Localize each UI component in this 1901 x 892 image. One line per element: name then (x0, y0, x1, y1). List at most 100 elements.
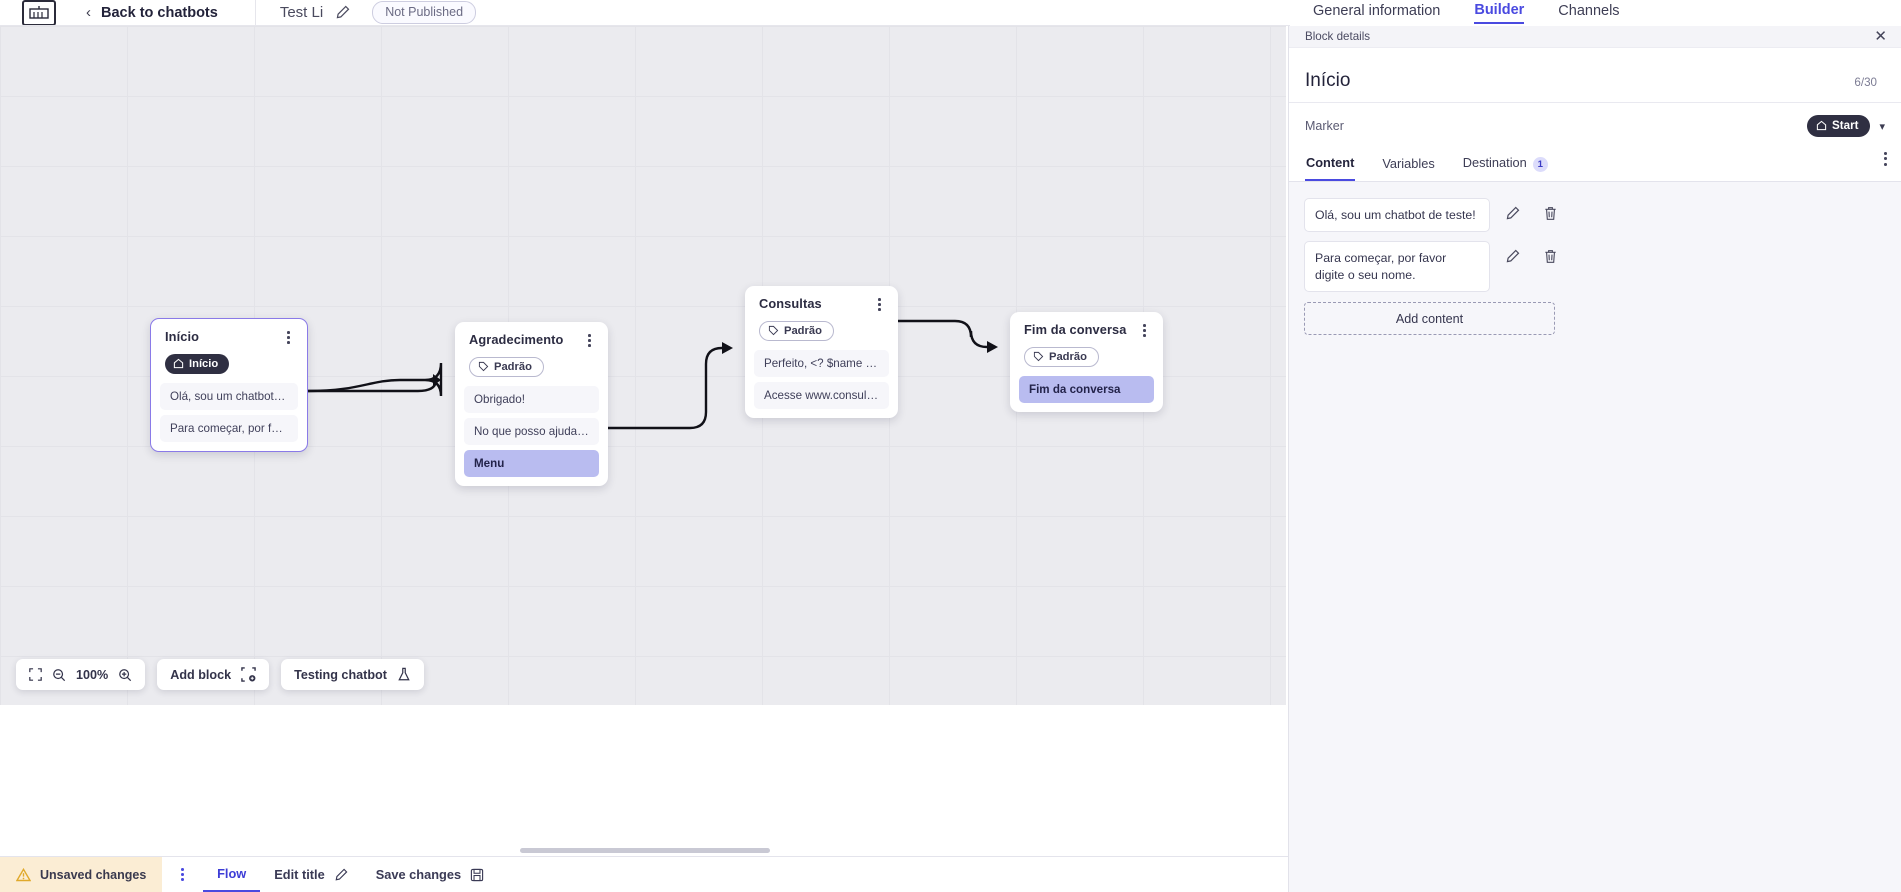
testing-chatbot-button[interactable]: Testing chatbot (281, 659, 424, 690)
canvas-horizontal-scrollbar[interactable] (520, 848, 770, 853)
bottom-bar: Unsaved changes Flow Edit title Save cha… (0, 856, 1288, 892)
node-header: Agradecimento (455, 332, 608, 349)
marker-label: Marker (1305, 119, 1344, 133)
pencil-icon[interactable] (1497, 241, 1528, 272)
kebab-menu-icon[interactable] (1884, 152, 1887, 166)
chevron-left-icon[interactable]: ‹ (86, 4, 91, 21)
node-row[interactable]: Acesse www.consultas.com par... (754, 382, 889, 410)
home-icon (1816, 120, 1827, 131)
node-row[interactable]: Para começar, por favor digite o ... (160, 415, 298, 443)
pencil-icon[interactable] (1497, 198, 1528, 229)
node-row[interactable]: No que posso ajudar, <? $name ... (464, 418, 599, 446)
chatbot-name: Test Li (279, 4, 324, 21)
add-block-button[interactable]: Add block (157, 659, 270, 690)
marker-select[interactable]: Start ▾ (1807, 115, 1885, 137)
zoom-out-icon[interactable] (52, 668, 66, 682)
main-tabs: General information Builder Channels (1290, 0, 1901, 26)
node-header: Início (151, 329, 307, 346)
node-title: Início (165, 329, 200, 344)
tab-general-information[interactable]: General information (1313, 3, 1441, 19)
flow-edges (307, 319, 998, 430)
panel-header-label: Block details (1305, 30, 1371, 43)
close-icon[interactable]: ✕ (1874, 28, 1887, 45)
node-badge-label: Padrão (494, 360, 532, 373)
tab-flow-label: Flow (217, 866, 247, 881)
node-badge-default: Padrão (1024, 346, 1099, 367)
tag-icon (1033, 352, 1044, 362)
edit-title-label: Edit title (274, 867, 325, 882)
node-row[interactable]: Olá, sou um chatbot de teste! (160, 383, 298, 411)
node-row-menu[interactable]: Menu (464, 450, 599, 478)
tab-flow[interactable]: Flow (203, 857, 261, 892)
zoom-in-icon[interactable] (118, 668, 132, 682)
content-text[interactable]: Olá, sou um chatbot de teste! (1304, 198, 1490, 233)
edit-title-button[interactable]: Edit title (260, 857, 361, 892)
node-header: Fim da conversa (1010, 322, 1163, 339)
tag-icon (478, 362, 489, 372)
panel-tabs: Content Variables Destination 1 (1289, 147, 1901, 182)
destination-count-badge: 1 (1532, 157, 1548, 172)
node-rows: Olá, sou um chatbot de teste! Para começ… (151, 383, 307, 443)
marker-row: Marker Start ▾ (1289, 103, 1901, 147)
save-changes-button[interactable]: Save changes (362, 857, 498, 892)
kebab-menu-icon[interactable] (181, 867, 185, 882)
tab-builder[interactable]: Builder (1474, 2, 1525, 24)
node-rows: Perfeito, <? $name ?>! Acesse www.consul… (745, 350, 898, 410)
node-row-end[interactable]: Fim da conversa (1019, 376, 1154, 404)
fit-screen-icon[interactable] (29, 668, 42, 681)
kebab-menu-icon[interactable] (1140, 322, 1149, 339)
zoom-controls[interactable]: 100% (16, 659, 146, 690)
add-content-button[interactable]: Add content (1304, 302, 1555, 336)
node-badge-label: Padrão (784, 324, 822, 337)
node-badge-default: Padrão (469, 356, 544, 377)
tab-destination[interactable]: Destination 1 (1462, 149, 1549, 181)
toolbar-divider (254, 0, 256, 25)
node-title: Consultas (759, 296, 822, 311)
flow-node-agradecimento[interactable]: Agradecimento Padrão Obrigado! No que po… (455, 322, 608, 487)
panel-title-row: Início 6/30 (1289, 48, 1901, 103)
kebab-menu-icon[interactable] (284, 329, 293, 346)
tag-icon (768, 326, 779, 336)
pencil-icon[interactable] (335, 5, 350, 20)
flow-node-fim-da-conversa[interactable]: Fim da conversa Padrão Fim da conversa (1010, 312, 1163, 413)
flow-canvas[interactable]: Início Início Olá, sou um chatbot de tes… (0, 26, 1286, 705)
testing-chatbot-label: Testing chatbot (294, 667, 387, 682)
node-row[interactable]: Obrigado! (464, 386, 599, 414)
content-text[interactable]: Para começar, por favor digite o seu nom… (1304, 241, 1490, 293)
pencil-icon (334, 868, 348, 882)
content-item: Olá, sou um chatbot de teste! (1304, 198, 1885, 233)
kebab-menu-icon[interactable] (585, 332, 594, 349)
node-badge-start: Início (165, 353, 230, 374)
node-row[interactable]: Perfeito, <? $name ?>! (754, 350, 889, 378)
node-rows: Obrigado! No que posso ajudar, <? $name … (455, 386, 608, 478)
flask-icon (397, 667, 411, 682)
marker-chip[interactable]: Start (1807, 115, 1871, 137)
canvas-toolbar: 100% Add block Testing chatbot (16, 659, 424, 690)
tab-destination-label: Destination (1462, 155, 1527, 170)
warning-triangle-icon (16, 867, 31, 882)
tab-channels[interactable]: Channels (1558, 3, 1620, 19)
node-title: Fim da conversa (1024, 322, 1127, 337)
marker-value: Start (1832, 119, 1859, 132)
home-icon (173, 359, 184, 369)
tab-content[interactable]: Content (1305, 149, 1356, 181)
trash-icon[interactable] (1535, 241, 1566, 272)
node-rows: Fim da conversa (1010, 376, 1163, 404)
brand-logo-icon[interactable] (22, 0, 56, 25)
back-to-chatbots-link[interactable]: Back to chatbots (101, 4, 218, 21)
kebab-menu-icon[interactable] (875, 296, 884, 313)
flow-node-inicio[interactable]: Início Início Olá, sou um chatbot de tes… (150, 318, 308, 453)
panel-body: Olá, sou um chatbot de teste! Para começ… (1289, 182, 1901, 892)
panel-header: Block details ✕ (1289, 26, 1901, 48)
flow-node-consultas[interactable]: Consultas Padrão Perfeito, <? $name ?>! … (745, 286, 898, 419)
trash-icon[interactable] (1535, 198, 1566, 229)
unsaved-changes-banner: Unsaved changes (0, 857, 163, 892)
page-title: Início (1305, 70, 1351, 91)
block-count: 6/30 (1854, 76, 1877, 89)
chevron-down-icon[interactable]: ▾ (1879, 120, 1885, 133)
save-changes-label: Save changes (375, 867, 462, 882)
tab-variables[interactable]: Variables (1382, 156, 1435, 171)
save-disk-icon (470, 868, 484, 882)
add-block-label: Add block (170, 667, 232, 682)
